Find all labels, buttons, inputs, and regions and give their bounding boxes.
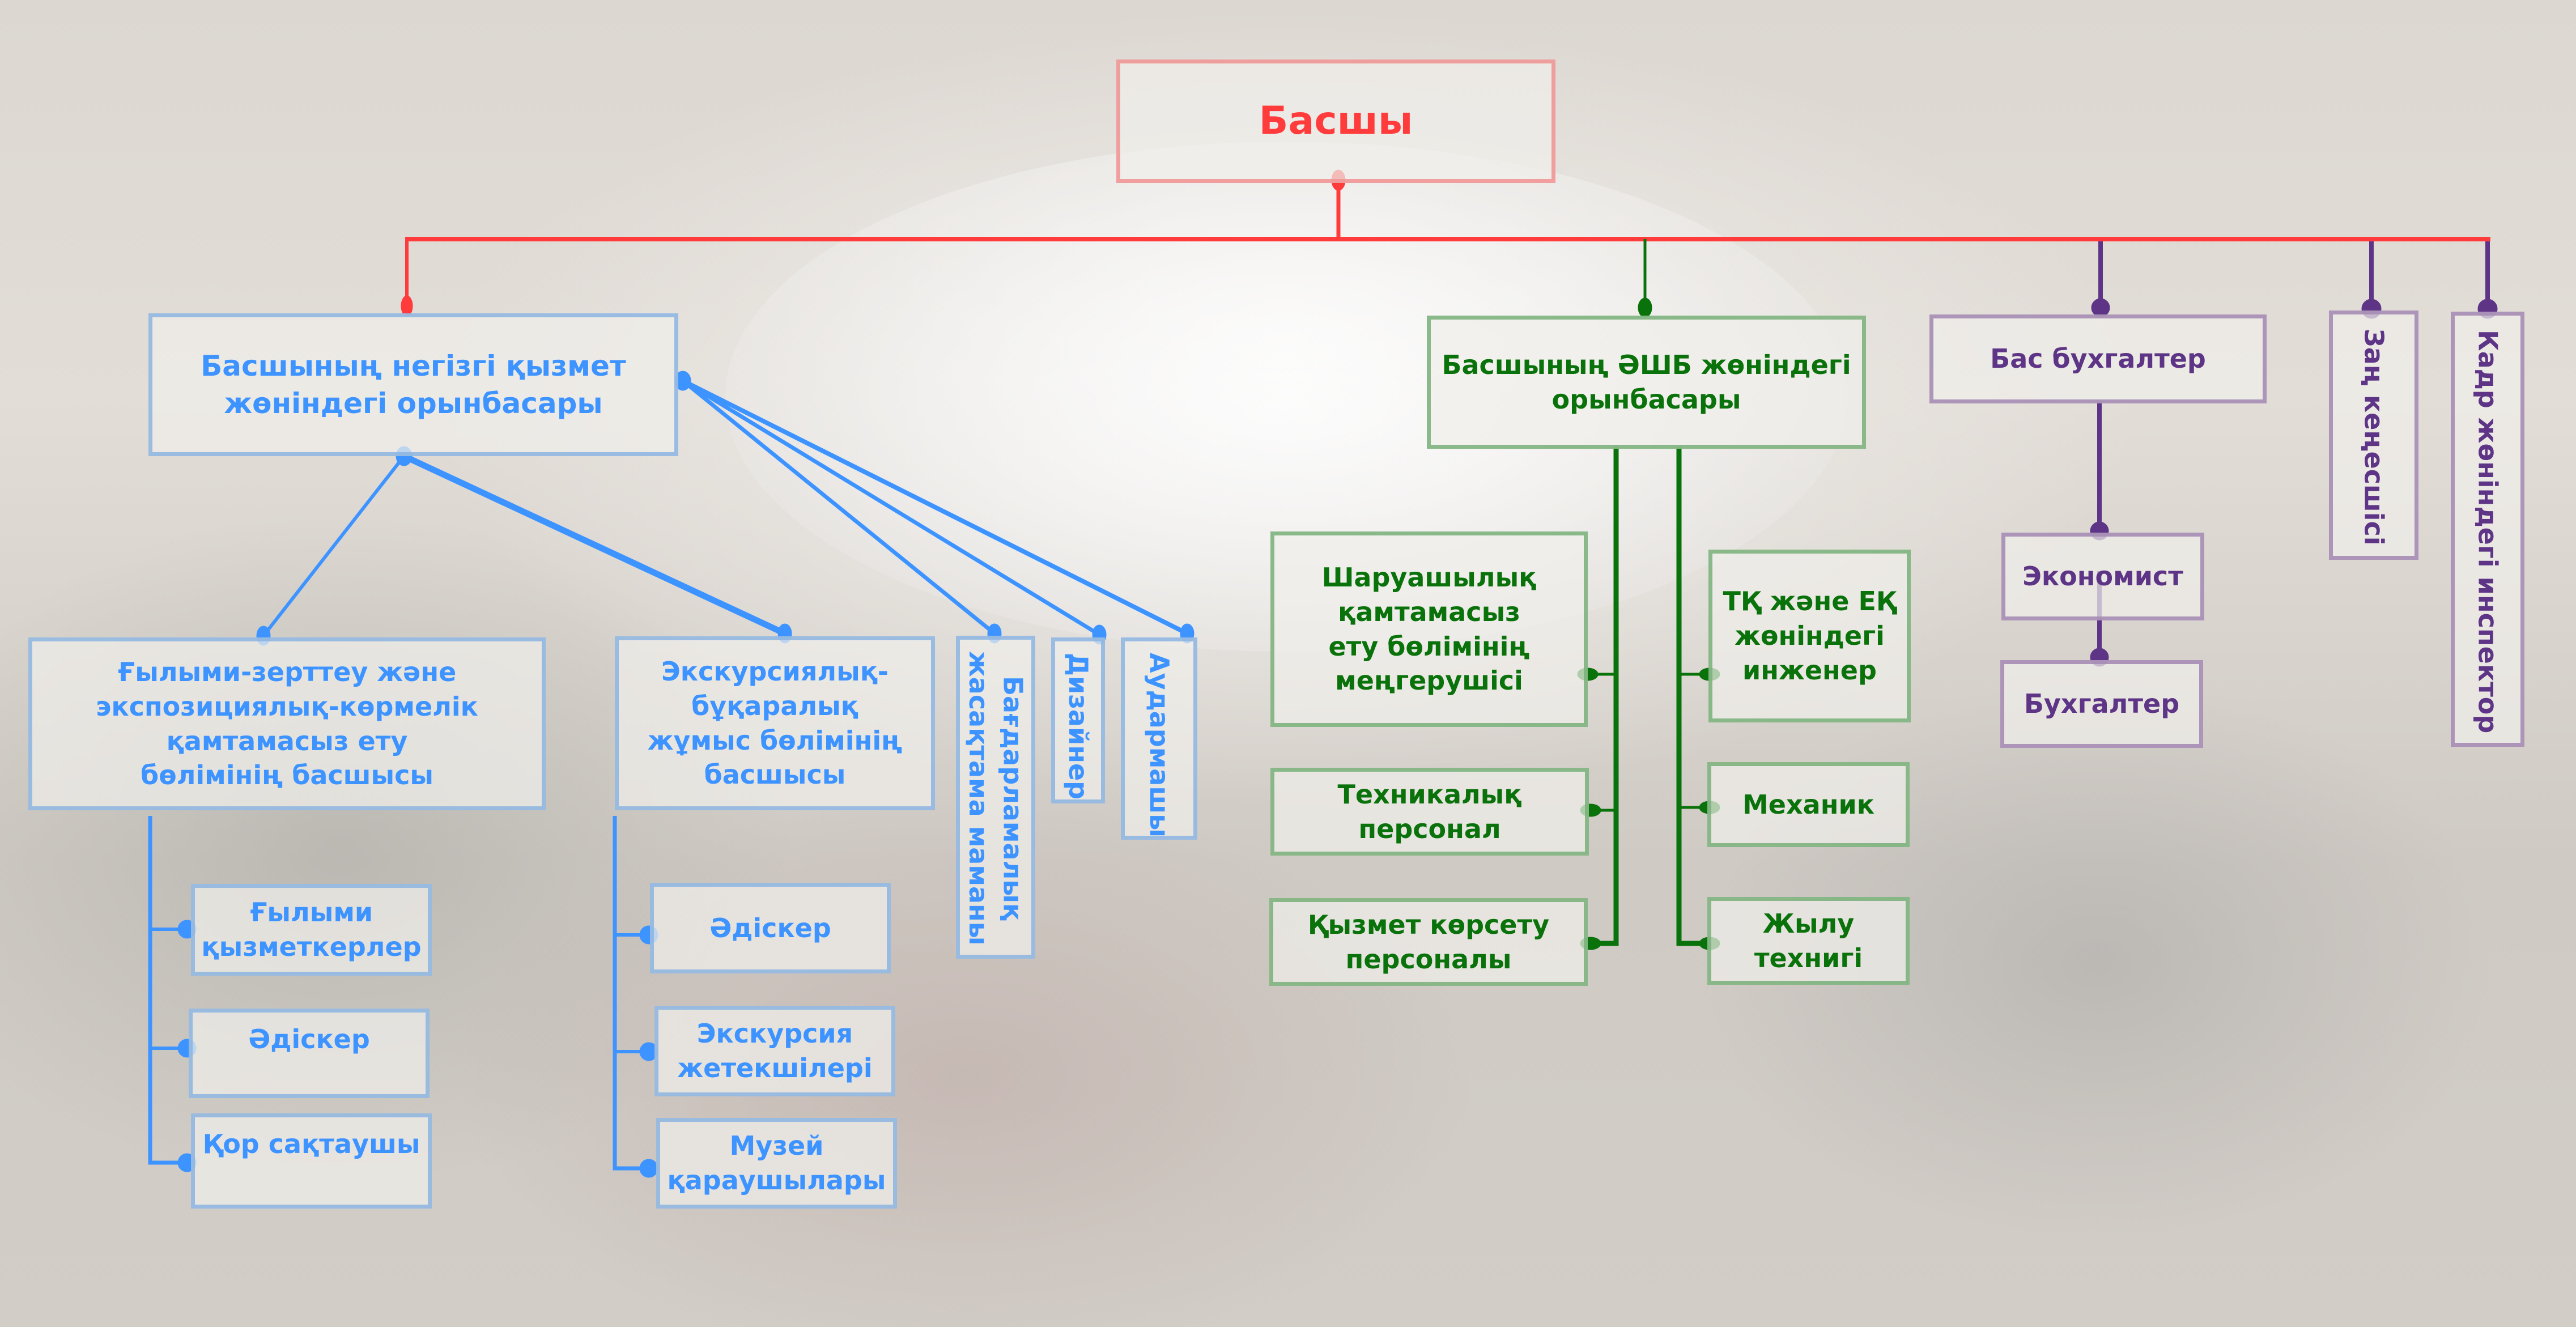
designer-box[interactable]: Дизайнер	[1051, 637, 1105, 803]
research-staff-label-1: Ғылыми қызметкерлер	[201, 897, 422, 962]
excursion-staff-box-3[interactable]: Музей қараушылары	[656, 1118, 897, 1209]
research-staff-box-1[interactable]: Ғылыми қызметкерлер	[191, 884, 432, 976]
research-staff-box-3[interactable]: Қор сақтаушы	[191, 1113, 432, 1209]
translator-box[interactable]: Аудармашы	[1121, 637, 1197, 840]
hr-inspector-label: Кадр жөніндегі инспектор	[2472, 330, 2503, 734]
research-staff-label-2: Әдіскер	[248, 1023, 370, 1054]
excursion-dept-label: Экскурсиялық- бұқаралық жұмыс бөлімінің …	[647, 656, 903, 790]
software-specialist-box[interactable]: Бағдарламалық жасақтама маманы	[956, 636, 1035, 959]
economic-deputy-dot	[1638, 297, 1652, 318]
excursion-staff-box-2[interactable]: Экскурсия жетекшілері	[654, 1006, 895, 1096]
chief-accountant-label: Бас бухгалтер	[1990, 343, 2206, 375]
excursion-dept-box[interactable]: Экскурсиялық- бұқаралық жұмыс бөлімінің …	[615, 636, 935, 810]
research-staff-box-2[interactable]: Әдіскер	[189, 1009, 430, 1098]
economist-box[interactable]: Экономист	[2001, 533, 2204, 620]
chief-accountant-box[interactable]: Бас бухгалтер	[1929, 314, 2267, 403]
link-to-software-specialist	[681, 379, 996, 635]
legal-advisor-box[interactable]: Заң кеңесшісі	[2329, 311, 2418, 560]
research-dept-label: Ғылыми-зерттеу және экспозициялық-көрмел…	[96, 657, 478, 791]
economic-right-box-3[interactable]: Жылу технигі	[1707, 897, 1910, 985]
economic-left-label-3: Қызмет көрсету персоналы	[1307, 909, 1550, 975]
research-staff-label-3: Қор сақтаушы	[202, 1128, 420, 1159]
economic-deputy-box[interactable]: Басшының ӘШБ жөніндегі орынбасары	[1427, 316, 1866, 449]
link-to-excursion-dept	[402, 453, 787, 636]
excursion-staff-bus	[613, 816, 649, 1171]
economic-left-box-3[interactable]: Қызмет көрсету персоналы	[1269, 898, 1588, 986]
economic-left-bus	[1589, 446, 1619, 946]
link-to-designer	[682, 379, 1100, 636]
research-dept-box[interactable]: Ғылыми-зерттеу және экспозициялық-көрмел…	[28, 637, 546, 810]
accountant-box[interactable]: Бухгалтер	[2000, 660, 2203, 748]
economic-right-bus	[1676, 446, 1710, 946]
economic-right-label-3: Жылу технигі	[1754, 908, 1863, 973]
head-box[interactable]: Басшы	[1116, 59, 1555, 183]
economic-left-label-2: Техникалық персонал	[1337, 779, 1522, 844]
translator-label: Аудармашы	[1144, 653, 1175, 837]
economist-label: Экономист	[2022, 561, 2183, 592]
hr-inspector-box[interactable]: Кадр жөніндегі инспектор	[2451, 312, 2524, 747]
excursion-staff-dot-3	[639, 1159, 658, 1178]
economic-left-box-2[interactable]: Техникалық персонал	[1270, 768, 1589, 856]
economic-right-label-2: Механик	[1742, 789, 1874, 820]
link-to-research-dept	[262, 455, 406, 637]
economic-left-label-1: Шаруашылық қамтамасыз ету бөлімінің меңг…	[1321, 562, 1537, 696]
economic-left-box-1[interactable]: Шаруашылық қамтамасыз ету бөлімінің меңг…	[1270, 531, 1588, 727]
designer-label: Дизайнер	[1062, 653, 1094, 800]
economic-right-box-1[interactable]: ТҚ және ЕҚ жөніндегі инженер	[1708, 550, 1911, 722]
main-deputy-box[interactable]: Басшының негізгі қызмет жөніндегі орынба…	[148, 313, 678, 456]
economic-deputy-label: Басшының ӘШБ жөніндегі орынбасары	[1442, 349, 1851, 415]
software-specialist-label: Бағдарламалық жасақтама маманы	[963, 651, 1028, 946]
excursion-staff-label-3: Музей қараушылары	[667, 1130, 886, 1196]
excursion-staff-label-1: Әдіскер	[709, 912, 831, 943]
legal-advisor-label: Заң кеңесшісі	[2358, 329, 2390, 546]
accountant-label: Бухгалтер	[2024, 688, 2180, 720]
excursion-staff-box-1[interactable]: Әдіскер	[650, 883, 891, 973]
link-to-translator	[682, 378, 1188, 636]
economic-right-box-2[interactable]: Механик	[1707, 762, 1910, 847]
head-label: Басшы	[1259, 99, 1413, 144]
economic-right-label-1: ТҚ және ЕҚ жөніндегі инженер	[1723, 586, 1897, 686]
research-staff-bus	[148, 816, 187, 1165]
excursion-staff-label-2: Экскурсия жетекшілері	[677, 1018, 873, 1083]
main-deputy-label: Басшының негізгі қызмет жөніндегі орынба…	[201, 350, 626, 420]
